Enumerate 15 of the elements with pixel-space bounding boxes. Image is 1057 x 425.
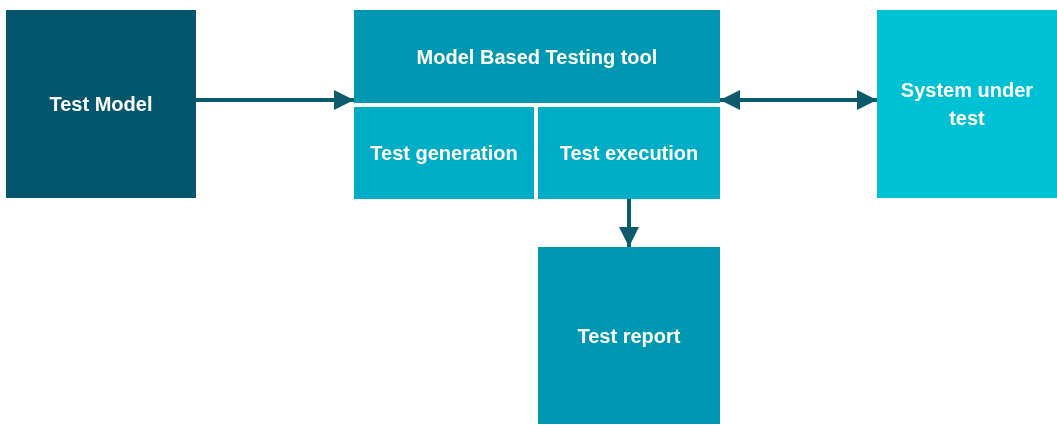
box-label: Test execution (559, 141, 699, 166)
box-label: System under test (899, 78, 1035, 131)
box-label: Test report (577, 323, 681, 349)
arrow (720, 90, 877, 110)
arrow (196, 90, 354, 110)
process-box (6, 10, 196, 198)
box-label: Test Model (49, 92, 153, 117)
box-label: Model Based Testing tool (416, 44, 658, 70)
process-box (877, 10, 1057, 198)
process-box (354, 10, 720, 103)
box-label: Test generation (370, 141, 518, 166)
process-box (538, 107, 720, 199)
process-box (354, 107, 534, 199)
process-box (538, 247, 720, 424)
arrow (619, 199, 639, 247)
